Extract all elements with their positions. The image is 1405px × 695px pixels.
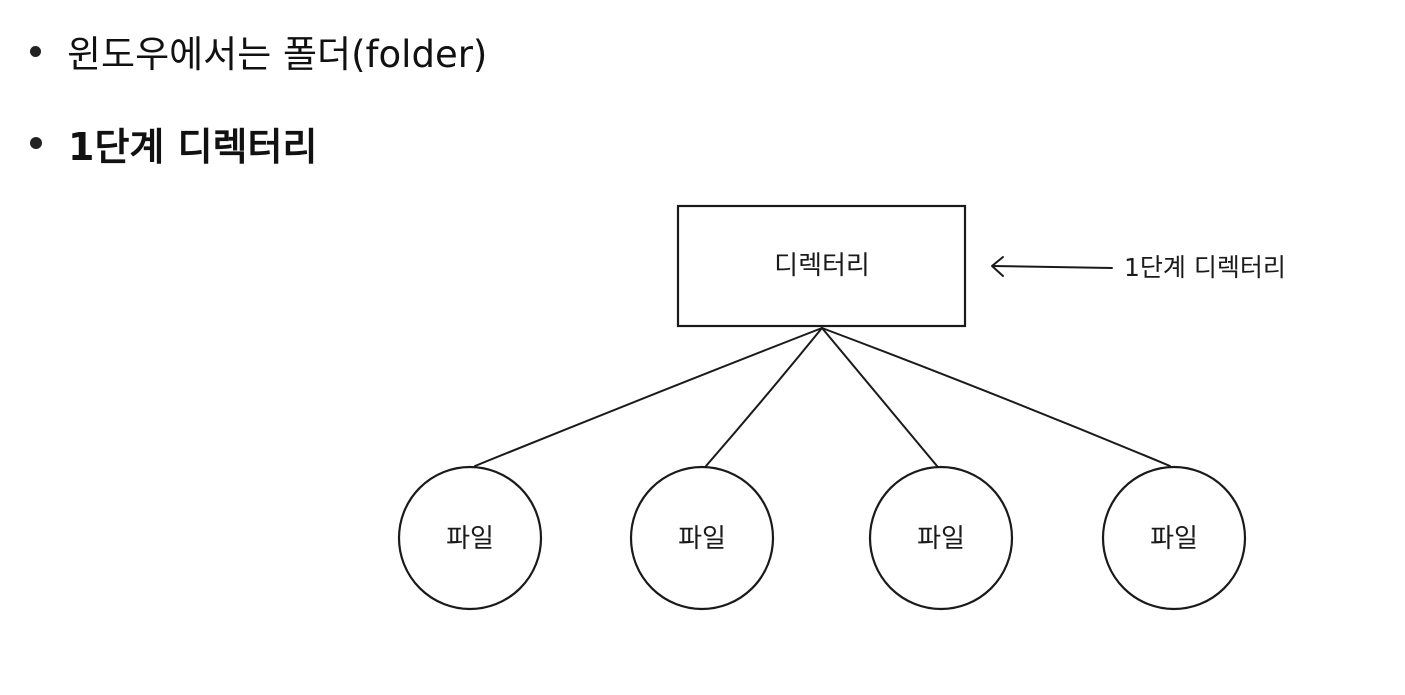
bullet-item-single-level-directory: 1단계 디렉터리 xyxy=(30,116,317,170)
bullet-item-folder: 윈도우에서는 폴더(folder) xyxy=(30,26,487,76)
arrow-left-icon xyxy=(991,256,1113,277)
connector-line xyxy=(705,327,823,467)
file-label: 파일 xyxy=(917,524,965,554)
file-node: 파일 xyxy=(868,465,1014,611)
connector-line xyxy=(821,327,938,467)
bullet-dot-icon xyxy=(30,137,42,149)
file-node: 파일 xyxy=(629,465,775,611)
file-label: 파일 xyxy=(678,524,726,554)
root-directory-label: 디렉터리 xyxy=(774,251,870,281)
bullet-text: 윈도우에서는 폴더(folder) xyxy=(67,33,488,76)
root-directory-box xyxy=(676,204,967,328)
bullet-dot-icon xyxy=(30,45,41,57)
file-label: 파일 xyxy=(1150,524,1198,554)
connector-line xyxy=(821,327,1171,467)
file-label: 파일 xyxy=(446,524,494,554)
connector-line xyxy=(474,327,823,467)
file-node: 파일 xyxy=(397,465,543,611)
file-node: 파일 xyxy=(1101,465,1247,611)
annotation-label: 1단계 디렉터리 xyxy=(1124,253,1286,282)
bullet-text: 1단계 디렉터리 xyxy=(68,124,318,169)
